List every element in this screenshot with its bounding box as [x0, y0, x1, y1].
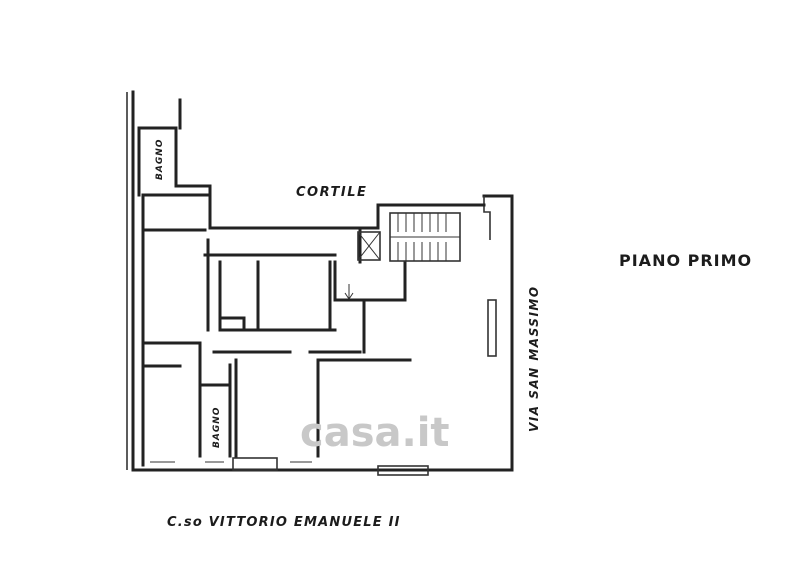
- entry-arrow-icon: [344, 284, 354, 300]
- balcony-corner: [377, 465, 429, 476]
- floor-title: PIANO PRIMO: [619, 251, 752, 270]
- outer-walls: [126, 90, 514, 472]
- bath-lower-label: BAGNO: [212, 407, 222, 448]
- stair-lift-core: [357, 212, 461, 262]
- left-rooms: [141, 193, 232, 467]
- central-rooms: [203, 226, 412, 458]
- balcony-side: [487, 299, 497, 357]
- bath-upper-label: BAGNO: [155, 139, 165, 180]
- facade-details: [150, 457, 429, 476]
- balcony-main: [232, 457, 278, 471]
- stair-treads: [390, 213, 460, 261]
- courtyard-label: CORTILE: [296, 185, 367, 200]
- street-side-label: VIA SAN MASSIMO: [527, 285, 541, 432]
- street-main-label: C.so VITTORIO EMANUELE II: [167, 515, 401, 530]
- watermark-text: casa.it: [300, 410, 450, 456]
- lift-shaft: [357, 231, 381, 261]
